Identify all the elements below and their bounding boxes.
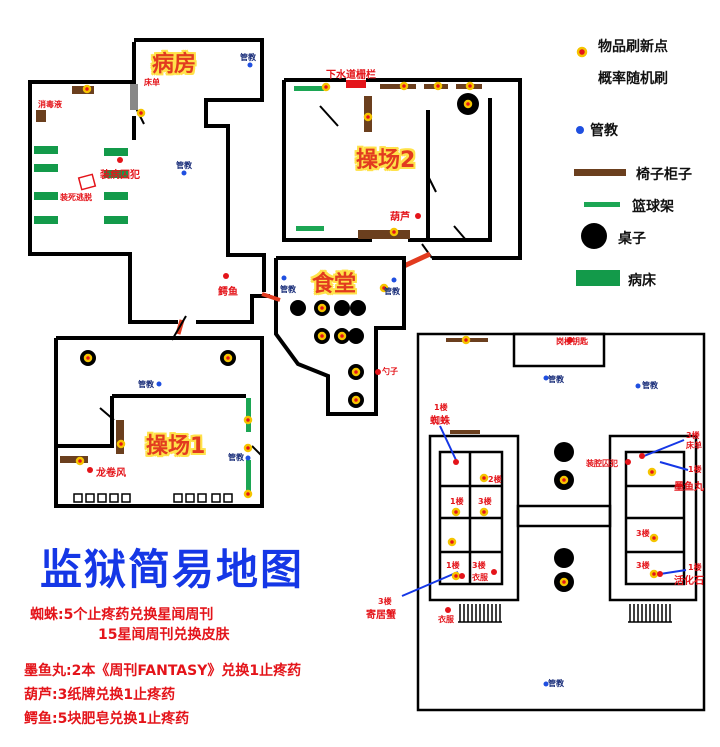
room-yard1-title: 操场1 — [146, 434, 206, 459]
legend-guard: 管教 — [590, 123, 618, 139]
map-title: 监狱简易地图 — [40, 545, 305, 594]
legend-hoop-swatch — [584, 202, 620, 207]
npc-dots — [87, 157, 663, 613]
legend-item-refresh: 物品刷新点 — [598, 39, 668, 55]
note-inkfish: 墨鱼丸:2本《周刊FANTASY》兑换1止疼药 — [24, 663, 302, 679]
guard-dots — [156, 62, 641, 687]
cell-floor3-label: 3楼 — [478, 497, 492, 506]
note-crocodile: 鳄鱼:5块肥皂兑换1止疼药 — [24, 711, 190, 727]
disinfectant-label: 消毒液 — [38, 100, 62, 109]
yard1-walls — [54, 336, 264, 508]
gourd-label: 葫芦 — [390, 212, 410, 223]
legend-item-refresh-2: 概率随机刷 — [598, 71, 668, 87]
note-spider-2: 15星闻周刊兑换皮肤 — [98, 627, 230, 643]
room-canteen-title: 食堂 — [312, 272, 357, 297]
ward-walls — [28, 38, 270, 324]
sewer-grate — [346, 80, 366, 88]
note-spider-1: 蜘蛛:5个止疼药兑换星闻周刊 — [30, 607, 214, 623]
canteen-walls — [274, 256, 406, 416]
fake-cavity-label: 装腔囚犯 — [586, 459, 618, 468]
legend-chairs: 椅子柜子 — [636, 167, 692, 183]
bedsheet-label: 床单 — [144, 78, 160, 87]
cell-right-floor3-a: 3楼 — [636, 529, 650, 538]
yard2-canteen-door — [402, 251, 432, 269]
cellblock-walls — [416, 332, 706, 712]
tower-key-label: 岗楼钥匙 — [556, 337, 588, 346]
activated-stone-label: 活化石 — [674, 576, 704, 587]
legend-bed-swatch — [576, 270, 620, 286]
guard-label: 管教 — [138, 380, 154, 389]
yard1-beds — [73, 493, 233, 503]
sewer-grate-label: 下水道栅栏 — [326, 70, 376, 81]
room-ward-title: 病房 — [152, 52, 197, 77]
bedsheet-3f-floor-label: 3楼 — [686, 431, 700, 440]
guard-label: 管教 — [280, 285, 296, 294]
cell-floor1-b-label: 1楼 — [446, 561, 460, 570]
guard-label: 管教 — [548, 375, 564, 384]
cell-floor1-label: 1楼 — [450, 497, 464, 506]
spoon-label: 勺子 — [382, 367, 398, 376]
stairs-right — [628, 604, 672, 623]
guard-label: 管教 — [642, 381, 658, 390]
stairs-left — [458, 604, 502, 623]
spider-floor-label: 1楼 — [434, 403, 448, 412]
yard2-walls — [282, 78, 522, 260]
ward-canteen-door — [261, 292, 281, 302]
clothes-bottom-label: 衣服 — [438, 615, 454, 624]
cell-floor2-label: 2楼 — [488, 475, 502, 484]
clothes-label: 衣服 — [472, 573, 488, 582]
guard-label: 管教 — [228, 453, 244, 462]
cell-floor3-b-label: 3楼 — [472, 561, 486, 570]
item-dots — [75, 46, 659, 587]
activated-stone-floor-label: 1楼 — [688, 563, 702, 572]
inkfish-pill-label: 墨鱼丸 — [674, 482, 704, 493]
room-yard2-title: 操场2 — [356, 148, 416, 173]
note-gourd: 葫芦:3纸牌兑换1止疼药 — [24, 687, 176, 703]
legend-chair-swatch — [574, 169, 626, 176]
spider-label: 蜘蛛 — [430, 416, 450, 427]
legend-table: 桌子 — [618, 231, 646, 247]
legend-table-swatch — [581, 223, 607, 249]
guard-label: 管教 — [176, 161, 192, 170]
guard-label: 管教 — [240, 53, 256, 62]
tornado-label: 龙卷风 — [96, 468, 126, 479]
inkfish-floor-label: 1楼 — [688, 465, 702, 474]
legend-bed: 病床 — [628, 273, 656, 289]
bedsheet-3f-label: 床单 — [686, 441, 702, 450]
guard-label: 管教 — [384, 287, 400, 296]
ward-beds — [34, 146, 128, 224]
cell-right-floor3-b: 3楼 — [636, 561, 650, 570]
fake-dead-label: 装死逃脱 — [60, 193, 92, 202]
hermit-crab-label: 寄居蟹 — [366, 610, 396, 621]
crocodile-label: 鳄鱼 — [218, 287, 238, 298]
hermit-crab-floor-label: 3楼 — [378, 597, 392, 606]
guard-label: 管教 — [548, 679, 564, 688]
fake-sick-label: 装病囚犯 — [100, 170, 140, 181]
legend-hoop: 篮球架 — [632, 199, 674, 215]
